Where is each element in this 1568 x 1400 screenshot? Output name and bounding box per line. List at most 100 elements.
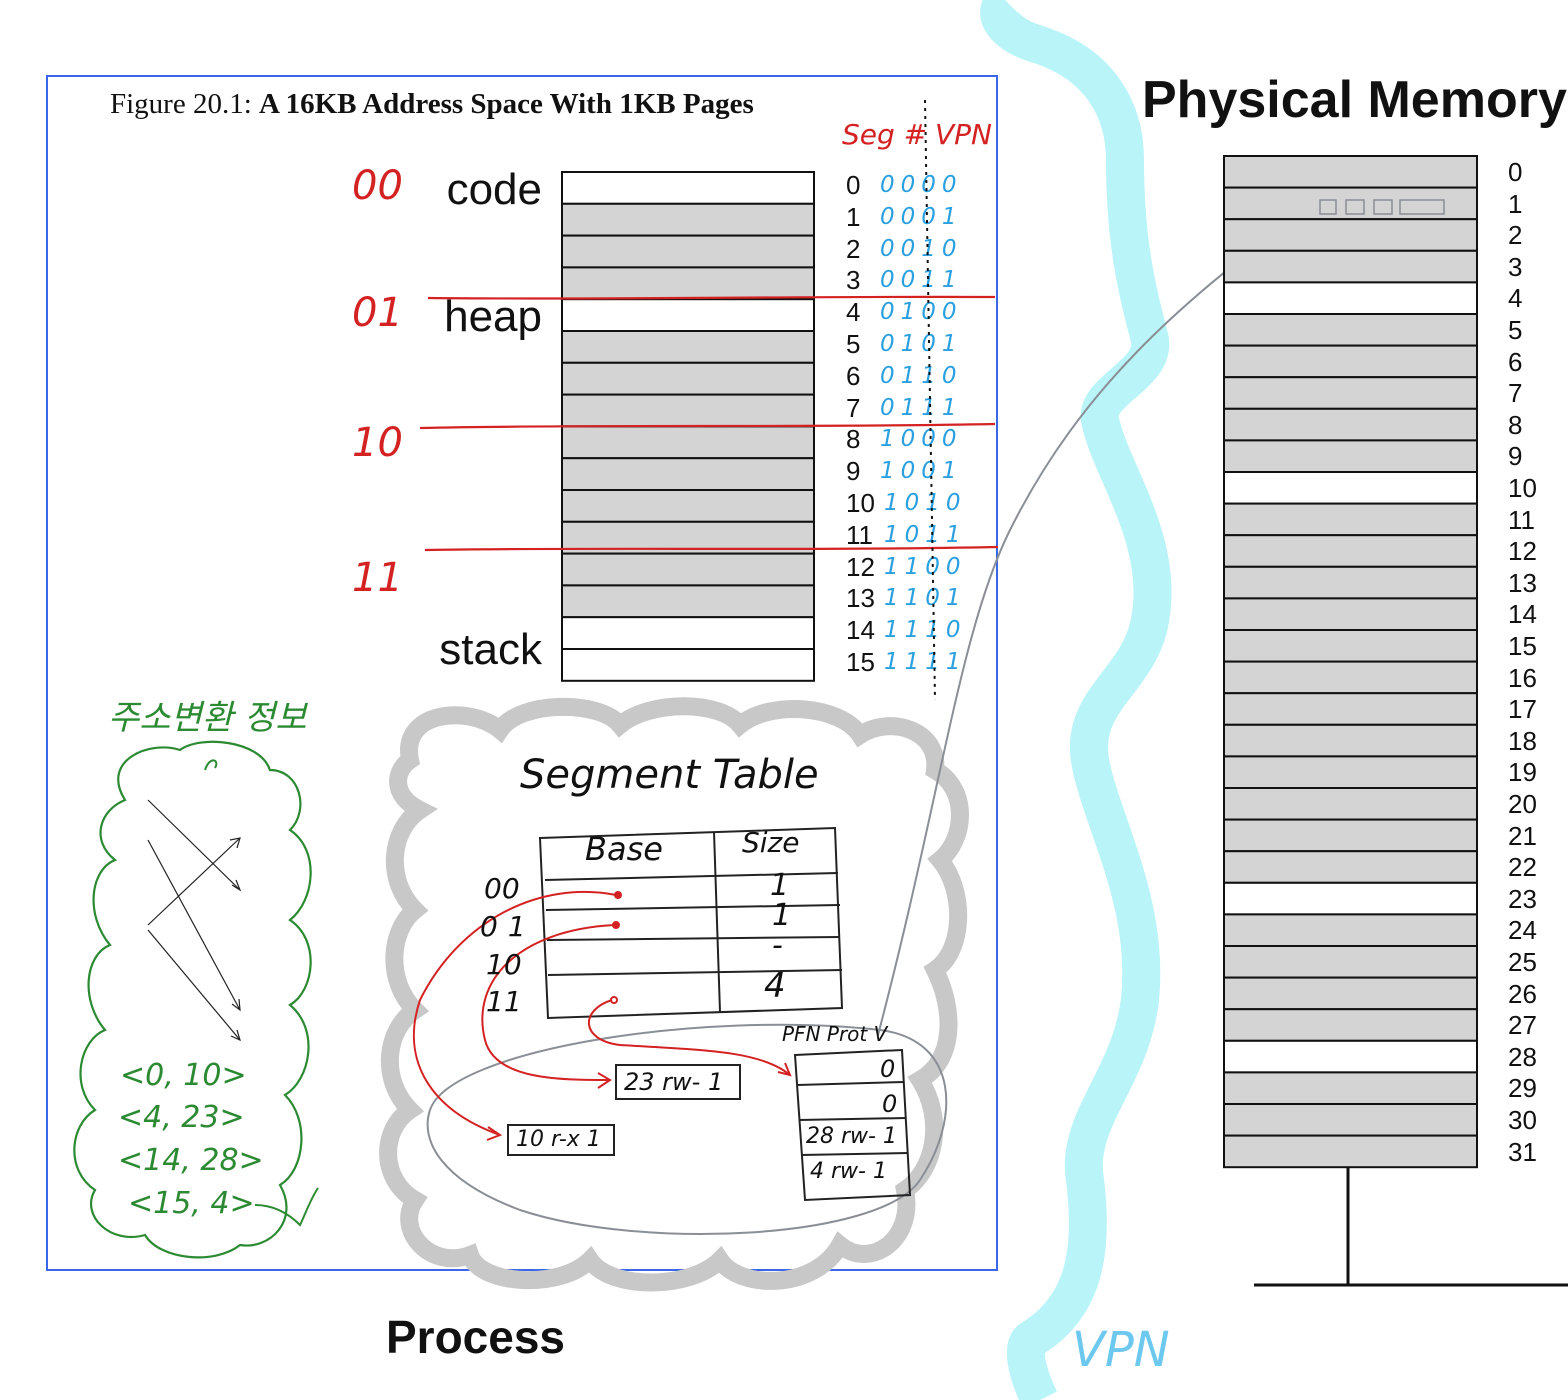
physical-frame-number-2: 2 bbox=[1508, 220, 1523, 251]
vpn-bits-6: 0110 bbox=[880, 362, 963, 389]
physical-frame-9 bbox=[1223, 439, 1478, 473]
process-frame bbox=[46, 75, 998, 1271]
physical-frame-4 bbox=[1223, 281, 1478, 315]
physical-frame-17 bbox=[1223, 692, 1478, 726]
physical-frame-26 bbox=[1223, 976, 1478, 1011]
virtual-page-number-7: 7 bbox=[846, 392, 861, 423]
bit-divider-dotted bbox=[924, 99, 936, 701]
physical-frame-6 bbox=[1223, 344, 1478, 379]
physical-frame-28 bbox=[1223, 1039, 1478, 1074]
segment-table-header-base: Base bbox=[585, 830, 663, 868]
physical-frame-19 bbox=[1223, 755, 1478, 790]
physical-frame-number-17: 17 bbox=[1508, 694, 1537, 725]
physical-frame-number-29: 29 bbox=[1508, 1073, 1537, 1104]
physical-frame-30 bbox=[1223, 1103, 1478, 1137]
translation-tuple-4: <15, 4> bbox=[128, 1186, 255, 1221]
separator-line-11 bbox=[424, 545, 999, 552]
physical-frame-number-1: 1 bbox=[1508, 188, 1523, 219]
page-table-row-3: 28 rw- 1 bbox=[806, 1124, 897, 1149]
physical-frame-number-10: 10 bbox=[1508, 473, 1537, 503]
physical-frame-number-18: 18 bbox=[1508, 725, 1537, 756]
segment-table-cloud bbox=[379, 697, 969, 1292]
mapping-arrows bbox=[147, 799, 242, 1042]
frame-1-sketch bbox=[1319, 199, 1445, 215]
vpn-bits-14: 1110 bbox=[884, 617, 967, 644]
vpn-bits-1: 0001 bbox=[880, 203, 963, 230]
segment-row-seg-00: 00 bbox=[484, 872, 520, 905]
segment-row-seg-01: 01 bbox=[480, 910, 536, 943]
vpn-bits-13: 1101 bbox=[884, 585, 967, 612]
physical-frame-number-6: 6 bbox=[1508, 346, 1523, 377]
physical-frame-8 bbox=[1223, 407, 1478, 442]
physical-frame-number-30: 30 bbox=[1508, 1105, 1537, 1135]
virtual-page-number-8: 8 bbox=[846, 424, 861, 455]
translation-info-cloud-hook bbox=[204, 759, 218, 771]
header-seg-number: Seg # bbox=[842, 118, 928, 151]
segment-row-size-00: 1 bbox=[770, 868, 790, 903]
virtual-page-3 bbox=[561, 266, 815, 301]
page-table-row-4: 4 rw- 1 bbox=[810, 1159, 887, 1184]
virtual-page-9 bbox=[561, 457, 815, 492]
segment-row-seg-11: 11 bbox=[486, 985, 522, 1018]
vpn-bits-10: 1010 bbox=[884, 490, 967, 516]
physical-frame-7 bbox=[1223, 376, 1478, 410]
physical-frame-3 bbox=[1223, 249, 1478, 284]
entry-code-box bbox=[507, 1124, 615, 1156]
page-table-ellipse bbox=[426, 1023, 948, 1235]
page-table-row-2: 0 bbox=[882, 1090, 898, 1118]
physical-frame-16 bbox=[1223, 660, 1478, 695]
segment-label-heap: heap bbox=[444, 292, 542, 341]
translation-tuple-3: <14, 28> bbox=[118, 1143, 264, 1178]
process-label: Process bbox=[386, 1311, 566, 1363]
entry-code-text: 10 r-x 1 bbox=[516, 1127, 601, 1152]
vpn-bits-9: 1001 bbox=[880, 458, 963, 485]
entry-heap-text: 23 rw- 1 bbox=[624, 1068, 724, 1096]
physical-frame-29 bbox=[1223, 1071, 1478, 1106]
vpn-bits-15: 1111 bbox=[884, 649, 967, 675]
vpn-annotation: VPN bbox=[1072, 1322, 1170, 1378]
page-table-grid bbox=[793, 1048, 912, 1202]
physical-frame-number-23: 23 bbox=[1508, 883, 1537, 914]
segment-row-size-10: - bbox=[772, 928, 783, 963]
physical-frame-15 bbox=[1223, 629, 1478, 663]
physical-frame-number-22: 22 bbox=[1508, 852, 1537, 883]
physical-frame-20 bbox=[1223, 787, 1478, 821]
vpn-bits-12: 1100 bbox=[884, 553, 967, 580]
figure-title-bold: A 16KB Address Space With 1KB Pages bbox=[259, 88, 754, 120]
physical-frame-18 bbox=[1223, 723, 1478, 758]
physical-frame-13 bbox=[1223, 565, 1478, 600]
separator-line-01 bbox=[427, 295, 996, 300]
translation-tuple-2: <4, 23> bbox=[118, 1100, 245, 1135]
virtual-page-number-11: 11 bbox=[846, 519, 873, 550]
physical-frame-number-26: 26 bbox=[1508, 978, 1537, 1009]
virtual-page-number-5: 5 bbox=[846, 329, 861, 359]
virtual-page-13 bbox=[561, 584, 815, 619]
link-to-physical-frame bbox=[877, 199, 1321, 1036]
vpn-bits-5: 0101 bbox=[880, 331, 963, 357]
segment-table-header-size: Size bbox=[742, 826, 800, 859]
physical-frame-number-14: 14 bbox=[1508, 599, 1537, 630]
physical-frame-25 bbox=[1223, 945, 1478, 979]
physical-frame-number-8: 8 bbox=[1508, 409, 1523, 440]
figure-title-prefix: Figure 20.1: bbox=[110, 88, 260, 120]
virtual-page-number-9: 9 bbox=[846, 456, 861, 487]
physical-frame-number-16: 16 bbox=[1508, 662, 1537, 693]
physical-frame-24 bbox=[1223, 913, 1478, 948]
figure-title: Figure 20.1: A 16KB Address Space With 1… bbox=[110, 88, 754, 121]
segment-bits-10: 10 bbox=[352, 420, 403, 466]
translation-tuple-1: <0, 10> bbox=[120, 1058, 247, 1093]
page-table-header: PFN Prot V bbox=[782, 1022, 888, 1046]
segment-row-size-11: 4 bbox=[764, 966, 786, 1006]
segment-row-seg-10: 10 bbox=[486, 948, 522, 981]
vpn-bits-11: 1011 bbox=[884, 521, 967, 548]
virtual-page-number-2: 2 bbox=[846, 233, 861, 264]
virtual-page-number-10: 10 bbox=[846, 488, 875, 518]
virtual-page-number-6: 6 bbox=[846, 360, 861, 391]
physical-frame-number-19: 19 bbox=[1508, 757, 1537, 788]
virtual-page-1 bbox=[561, 202, 815, 237]
virtual-page-4 bbox=[561, 298, 815, 333]
base-pointer-arrows bbox=[412, 890, 792, 1141]
physical-frame-27 bbox=[1223, 1008, 1478, 1042]
header-vpn: VPN bbox=[935, 118, 992, 151]
